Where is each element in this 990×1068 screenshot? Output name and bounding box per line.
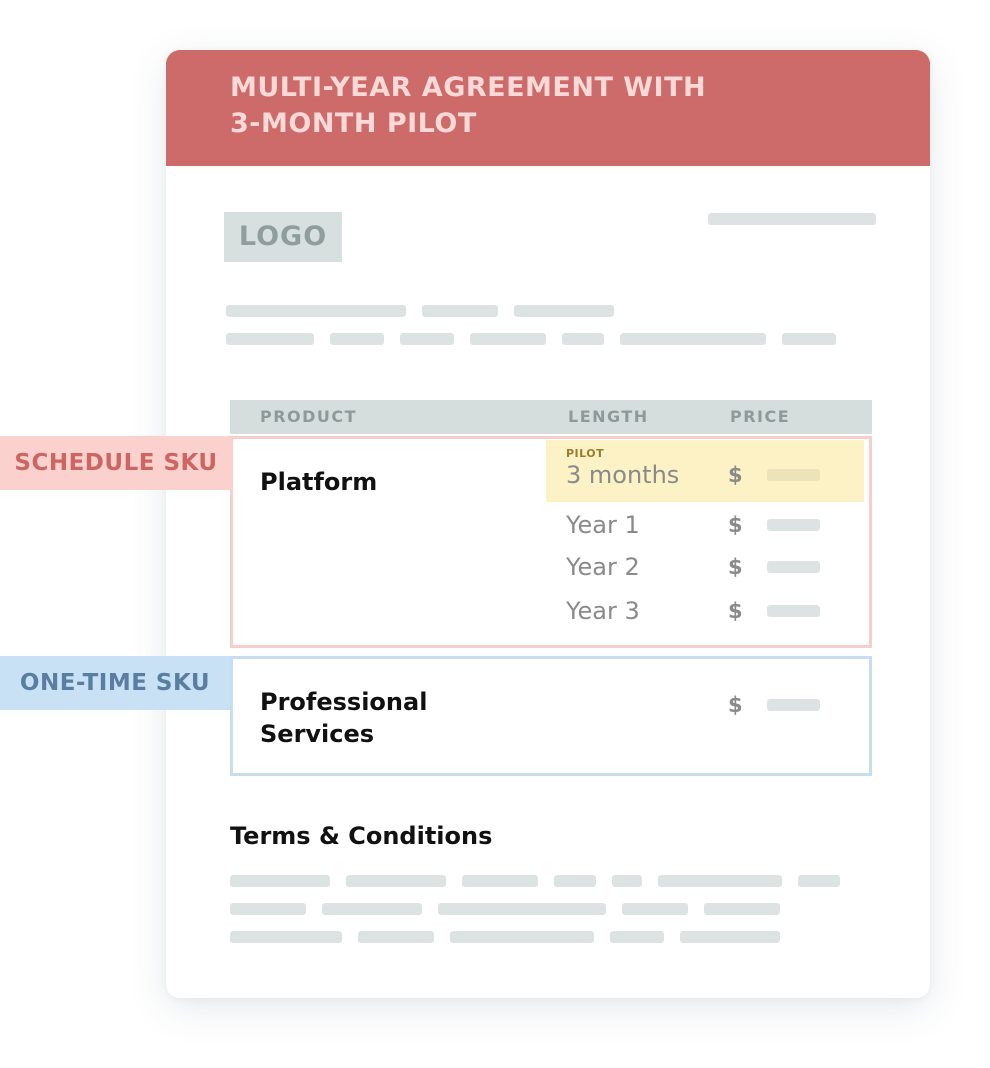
length-pilot: 3 months bbox=[566, 461, 680, 489]
price-placeholder bbox=[767, 605, 820, 617]
price-placeholder bbox=[767, 519, 820, 531]
column-header-product: PRODUCT bbox=[260, 407, 358, 426]
placeholder-line bbox=[422, 305, 498, 317]
price-currency: $ bbox=[728, 513, 743, 537]
product-name-line2: Services bbox=[260, 720, 375, 748]
placeholder-line bbox=[230, 903, 306, 915]
price-placeholder bbox=[767, 469, 820, 481]
agreement-card: MULTI-YEAR AGREEMENT WITH 3-MONTH PILOT … bbox=[166, 50, 930, 998]
schedule-sku-box bbox=[230, 436, 872, 648]
placeholder-line bbox=[462, 875, 538, 887]
column-header-length: LENGTH bbox=[568, 407, 649, 426]
placeholder-line bbox=[708, 213, 876, 225]
placeholder-line bbox=[704, 903, 780, 915]
placeholder-line bbox=[358, 931, 434, 943]
placeholder-line bbox=[470, 333, 546, 345]
placeholder-line bbox=[562, 333, 604, 345]
terms-heading: Terms & Conditions bbox=[230, 822, 493, 850]
placeholder-line bbox=[322, 903, 422, 915]
column-header-price: PRICE bbox=[730, 407, 791, 426]
price-placeholder bbox=[767, 699, 820, 711]
schedule-sku-label: SCHEDULE SKU bbox=[0, 436, 232, 490]
length-year-3: Year 3 bbox=[566, 597, 640, 625]
placeholder-line bbox=[658, 875, 782, 887]
price-currency: $ bbox=[728, 599, 743, 623]
length-year-1: Year 1 bbox=[566, 511, 640, 539]
pilot-tag: PILOT bbox=[566, 447, 605, 460]
placeholder-line bbox=[610, 931, 664, 943]
one-time-sku-box bbox=[230, 656, 872, 776]
placeholder-line bbox=[450, 931, 594, 943]
placeholder-line bbox=[620, 333, 766, 345]
table-header: PRODUCT LENGTH PRICE bbox=[230, 400, 872, 434]
placeholder-line bbox=[400, 333, 454, 345]
placeholder-line bbox=[230, 875, 330, 887]
placeholder-line bbox=[226, 305, 406, 317]
placeholder-line bbox=[346, 875, 446, 887]
placeholder-line bbox=[230, 931, 342, 943]
product-name-line1: Professional bbox=[260, 688, 428, 716]
placeholder-line bbox=[782, 333, 836, 345]
card-title: MULTI-YEAR AGREEMENT WITH 3-MONTH PILOT bbox=[230, 70, 750, 142]
placeholder-line bbox=[622, 903, 688, 915]
product-platform: Platform bbox=[260, 468, 378, 496]
placeholder-line bbox=[514, 305, 614, 317]
placeholder-line bbox=[438, 903, 606, 915]
placeholder-line bbox=[680, 931, 780, 943]
price-currency: $ bbox=[728, 693, 743, 717]
placeholder-line bbox=[612, 875, 642, 887]
card-title-line2: 3-MONTH PILOT bbox=[230, 108, 477, 139]
placeholder-line bbox=[554, 875, 596, 887]
price-placeholder bbox=[767, 561, 820, 573]
placeholder-line bbox=[330, 333, 384, 345]
card-title-line1: MULTI-YEAR AGREEMENT WITH bbox=[230, 72, 707, 103]
one-time-sku-label: ONE-TIME SKU bbox=[0, 656, 230, 710]
placeholder-line bbox=[798, 875, 840, 887]
card-header: MULTI-YEAR AGREEMENT WITH 3-MONTH PILOT bbox=[166, 50, 930, 166]
length-year-2: Year 2 bbox=[566, 553, 640, 581]
price-currency: $ bbox=[728, 555, 743, 579]
product-professional-services: Professional Services bbox=[260, 686, 427, 750]
logo-placeholder: LOGO bbox=[224, 212, 342, 262]
placeholder-line bbox=[226, 333, 314, 345]
price-currency: $ bbox=[728, 463, 743, 487]
